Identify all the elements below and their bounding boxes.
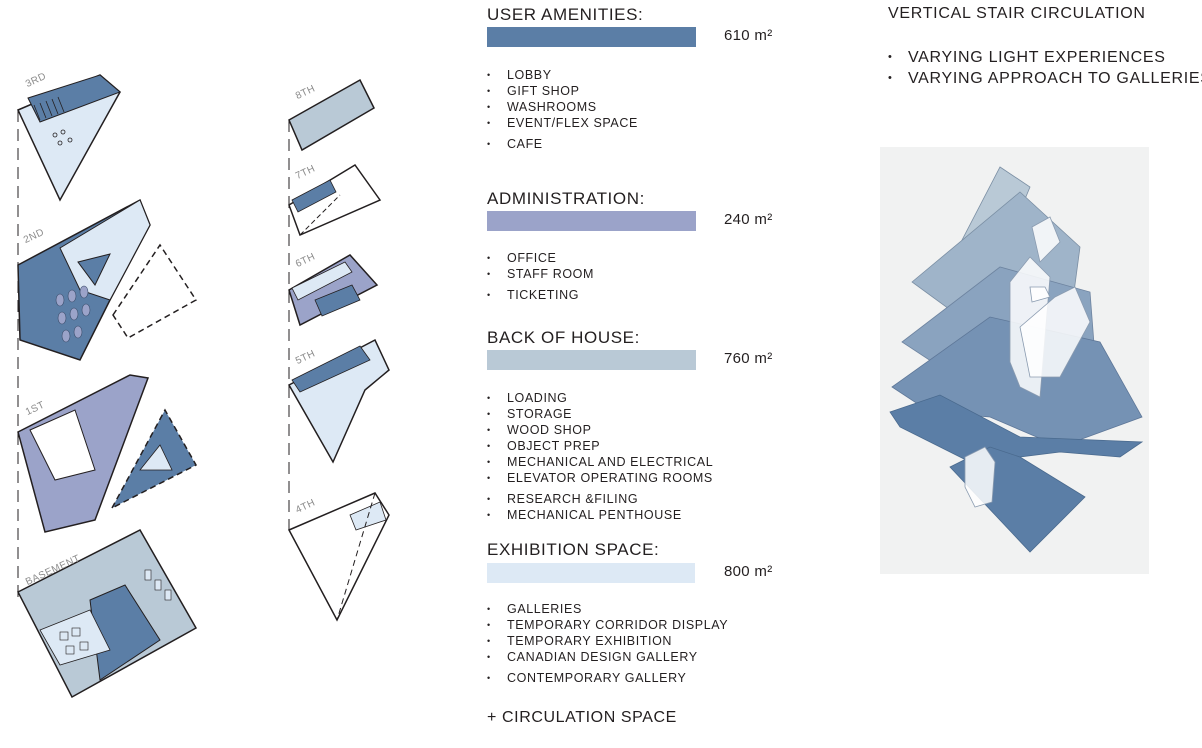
list-item: WOOD SHOP — [487, 422, 713, 438]
area-exhibition: 800 m² — [724, 563, 773, 580]
list-item: LOBBY — [487, 67, 638, 83]
list-item: TICKETING — [487, 287, 594, 303]
stair-volumes — [964, 216, 1091, 508]
circulation-note: + CIRCULATION SPACE — [487, 709, 677, 726]
section-title-amenities: USER AMENITIES: — [487, 5, 644, 24]
list-administration: OFFICE STAFF ROOM TICKETING — [487, 250, 594, 303]
list-item: LOADING — [487, 390, 713, 406]
list-item: GIFT SHOP — [487, 83, 638, 99]
plan-6th-floor — [288, 254, 379, 327]
color-swatch-administration — [487, 211, 696, 231]
list-back-of-house: LOADING STORAGE WOOD SHOP OBJECT PREP ME… — [487, 390, 713, 523]
color-swatch-exhibition — [487, 563, 695, 583]
color-swatch-amenities — [487, 27, 696, 47]
area-administration: 240 m² — [724, 211, 773, 228]
list-item: TEMPORARY CORRIDOR DISPLAY — [487, 617, 728, 633]
section-title-back-of-house: BACK OF HOUSE: — [487, 328, 640, 347]
list-exhibition: GALLERIES TEMPORARY CORRIDOR DISPLAY TEM… — [487, 601, 728, 686]
plan-4th-floor — [287, 492, 390, 622]
list-amenities: LOBBY GIFT SHOP WASHROOMS EVENT/FLEX SPA… — [487, 67, 638, 152]
list-item: OBJECT PREP — [487, 438, 713, 454]
plan-basement — [16, 529, 198, 699]
list-item: ELEVATOR OPERATING ROOMS — [487, 470, 713, 486]
list-item: CONTEMPORARY GALLERY — [487, 670, 728, 686]
plan-7th-floor — [288, 163, 382, 237]
floor-plans-diagram — [16, 74, 390, 699]
plan-8th-floor — [288, 78, 375, 152]
circulation-title: VERTICAL STAIR CIRCULATION — [888, 5, 1146, 22]
list-item: MECHANICAL PENTHOUSE — [487, 507, 713, 523]
list-item: STAFF ROOM — [487, 266, 594, 282]
list-item: GALLERIES — [487, 601, 728, 617]
list-item: EVENT/FLEX SPACE — [487, 115, 638, 131]
plan-2nd-floor — [17, 198, 198, 361]
area-back-of-house: 760 m² — [724, 350, 773, 367]
list-item: OFFICE — [487, 250, 594, 266]
list-item: VARYING APPROACH TO GALLERIES — [888, 68, 1202, 89]
color-swatch-back-of-house — [487, 350, 696, 370]
circulation-points: VARYING LIGHT EXPERIENCES VARYING APPROA… — [888, 47, 1202, 89]
floor-plate — [889, 394, 1144, 478]
plan-5th-floor — [287, 338, 390, 464]
axonometric-panel — [880, 147, 1149, 574]
list-item: WASHROOMS — [487, 99, 638, 115]
list-item: CANADIAN DESIGN GALLERY — [487, 649, 728, 665]
section-title-administration: ADMINISTRATION: — [487, 189, 645, 208]
area-amenities: 610 m² — [724, 27, 773, 44]
axonometric-diagram — [889, 166, 1144, 553]
list-item: STORAGE — [487, 406, 713, 422]
plan-3rd-floor — [16, 74, 121, 202]
list-item: TEMPORARY EXHIBITION — [487, 633, 728, 649]
list-item: CAFE — [487, 136, 638, 152]
list-item: RESEARCH &FILING — [487, 491, 713, 507]
section-title-exhibition: EXHIBITION SPACE: — [487, 540, 660, 559]
list-item: VARYING LIGHT EXPERIENCES — [888, 47, 1202, 68]
list-item: MECHANICAL AND ELECTRICAL — [487, 454, 713, 470]
plan-1st-floor — [17, 374, 198, 533]
